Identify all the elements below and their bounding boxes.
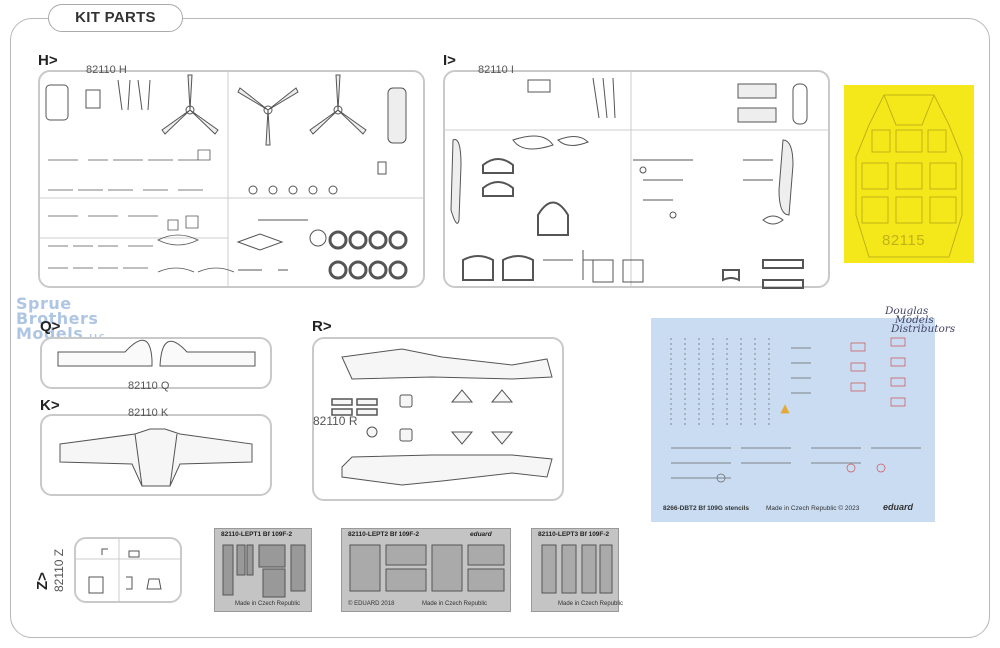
sprue-z-label: Z> [34,572,51,590]
sprue-h-code: 82110 H [86,64,127,76]
pe2-title: 82110-LEPT2 Bf 109F-2 [348,531,420,538]
watermark-line-2: Brothers [16,309,99,328]
pe3-foot: Made in Czech Republic [558,601,624,607]
sprue-i-code: 82110 I [478,64,514,76]
sprue-k-code: 82110 K [128,407,169,419]
decal-code: 8266-DBT2 Bf 109G stencils [663,505,749,512]
sprue-z-code: 82110 Z [52,548,66,592]
canopy-mask-sheet [844,85,974,263]
sprue-q-parts [57,339,256,367]
logo-line-1: Douglas [885,305,929,317]
sprue-r-parts [331,348,553,486]
sprue-z-parts [74,537,182,603]
sprue-z [74,537,182,603]
decal-made-in: Made in Czech Republic © 2023 [766,505,860,512]
sprue-h-label: H> [38,52,58,69]
watermark-line-1: Sprue [16,294,72,313]
pe2-foot: Made in Czech Republic [422,601,488,607]
douglas-models-distributors-logo: Douglas Models Distributors [885,305,970,345]
kit-parts-frame [10,18,990,638]
photo-etch-fret-1: 82110-LEPT1 Bf 109F-2 Made in Czech Repu… [214,528,312,612]
photo-etch-fret-3: 82110-LEPT3 Bf 109F-2 Made in Czech Repu… [531,528,623,612]
sprue-k-label: K> [40,397,60,414]
decal-brand: eduard [883,502,914,512]
decal-sheet [651,318,935,522]
sprue-r-label: R> [312,318,332,335]
pe3-title: 82110-LEPT3 Bf 109F-2 [538,531,610,538]
pe2-copyright: © EDUARD 2018 [348,601,395,607]
pe1-foot: Made in Czech Republic [235,601,301,607]
sprue-i-parts [443,70,830,289]
pe1-parts [222,544,306,598]
pe2-parts [349,544,505,592]
sprue-k-parts [59,428,253,487]
pe1-title: 82110-LEPT1 Bf 109F-2 [221,531,293,538]
sprue-h [38,70,425,288]
sprue-r-code: 82110 R [313,414,358,428]
mask-number: 82115 [882,232,926,249]
logo-line-2: Models [895,314,934,326]
sprue-q-label: Q> [40,318,61,335]
photo-etch-fret-2: 82110-LEPT2 Bf 109F-2 eduard © EDUARD 20… [341,528,511,612]
decal-stencils [670,337,921,483]
logo-line-3: Distributors [891,323,956,335]
page-title: KIT PARTS [48,4,183,32]
sprue-i [443,70,830,288]
pe2-brand: eduard [470,531,492,538]
sprue-h-parts [38,70,425,288]
canopy-mask-outline [855,94,963,258]
sprue-i-label: I> [443,52,456,69]
pe3-parts [541,544,613,594]
sprue-q-code: 82110 Q [128,380,170,392]
